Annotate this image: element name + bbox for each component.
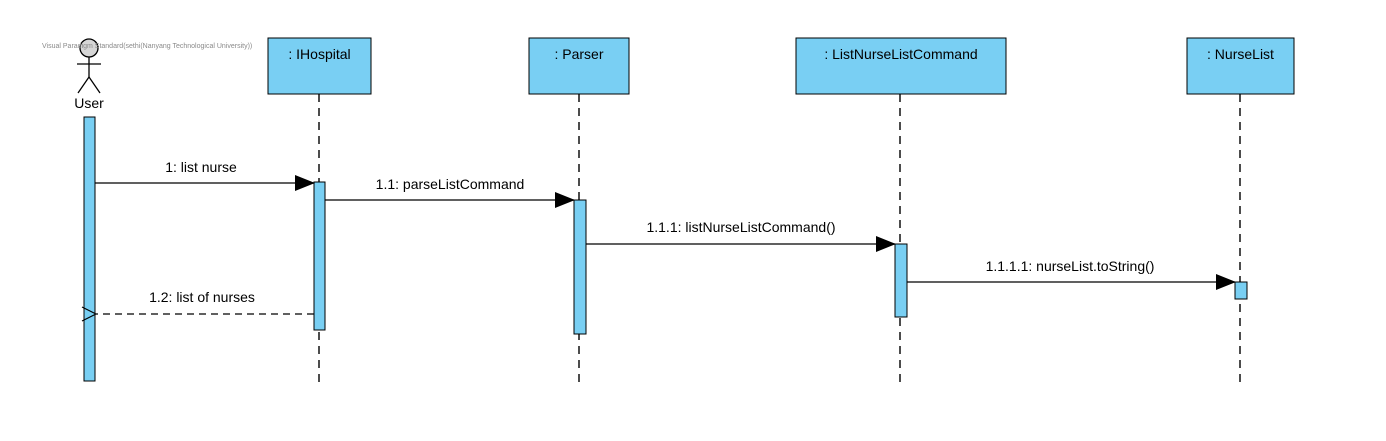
message-1-label: 1: list nurse: [165, 159, 237, 175]
activation-ihospital: [313, 181, 326, 331]
actor-user[interactable]: User: [74, 38, 104, 111]
message-1-1-1[interactable]: 1.1.1: listNurseListCommand(): [586, 219, 896, 252]
participant-parser[interactable]: : Parser: [528, 37, 630, 95]
watermark-text: Visual Paradigm Standard(sethi(Nanyang T…: [42, 43, 252, 50]
activation-parser: [573, 199, 587, 335]
message-1-1-label: 1.1: parseListCommand: [376, 176, 525, 192]
message-1-2-return[interactable]: 1.2: list of nurses: [96, 289, 314, 314]
participant-nurselist-label: : NurseList: [1207, 46, 1274, 62]
message-1-2-label: 1.2: list of nurses: [149, 289, 255, 305]
activation-nurselist: [1234, 281, 1248, 300]
activation-user: [83, 116, 96, 382]
participant-ihospital[interactable]: : IHospital: [267, 37, 372, 95]
message-1[interactable]: 1: list nurse: [95, 159, 315, 191]
participant-nurselist[interactable]: : NurseList: [1186, 37, 1295, 95]
message-1-1-1-label: 1.1.1: listNurseListCommand(): [646, 219, 835, 235]
participant-listnurselistcommand-label: : ListNurseListCommand: [824, 46, 977, 62]
message-1-1-1-1-label: 1.1.1.1: nurseList.toString(): [986, 258, 1155, 274]
participant-parser-label: : Parser: [554, 46, 603, 62]
participant-listnurselistcommand[interactable]: : ListNurseListCommand: [795, 37, 1007, 95]
participant-ihospital-label: : IHospital: [288, 46, 350, 62]
message-1-1-1-1[interactable]: 1.1.1.1: nurseList.toString(): [907, 258, 1236, 290]
message-1-1[interactable]: 1.1: parseListCommand: [325, 176, 575, 208]
stick-figure-icon: [77, 38, 101, 94]
activation-listnurselistcommand: [894, 243, 908, 318]
actor-user-label: User: [74, 95, 104, 111]
